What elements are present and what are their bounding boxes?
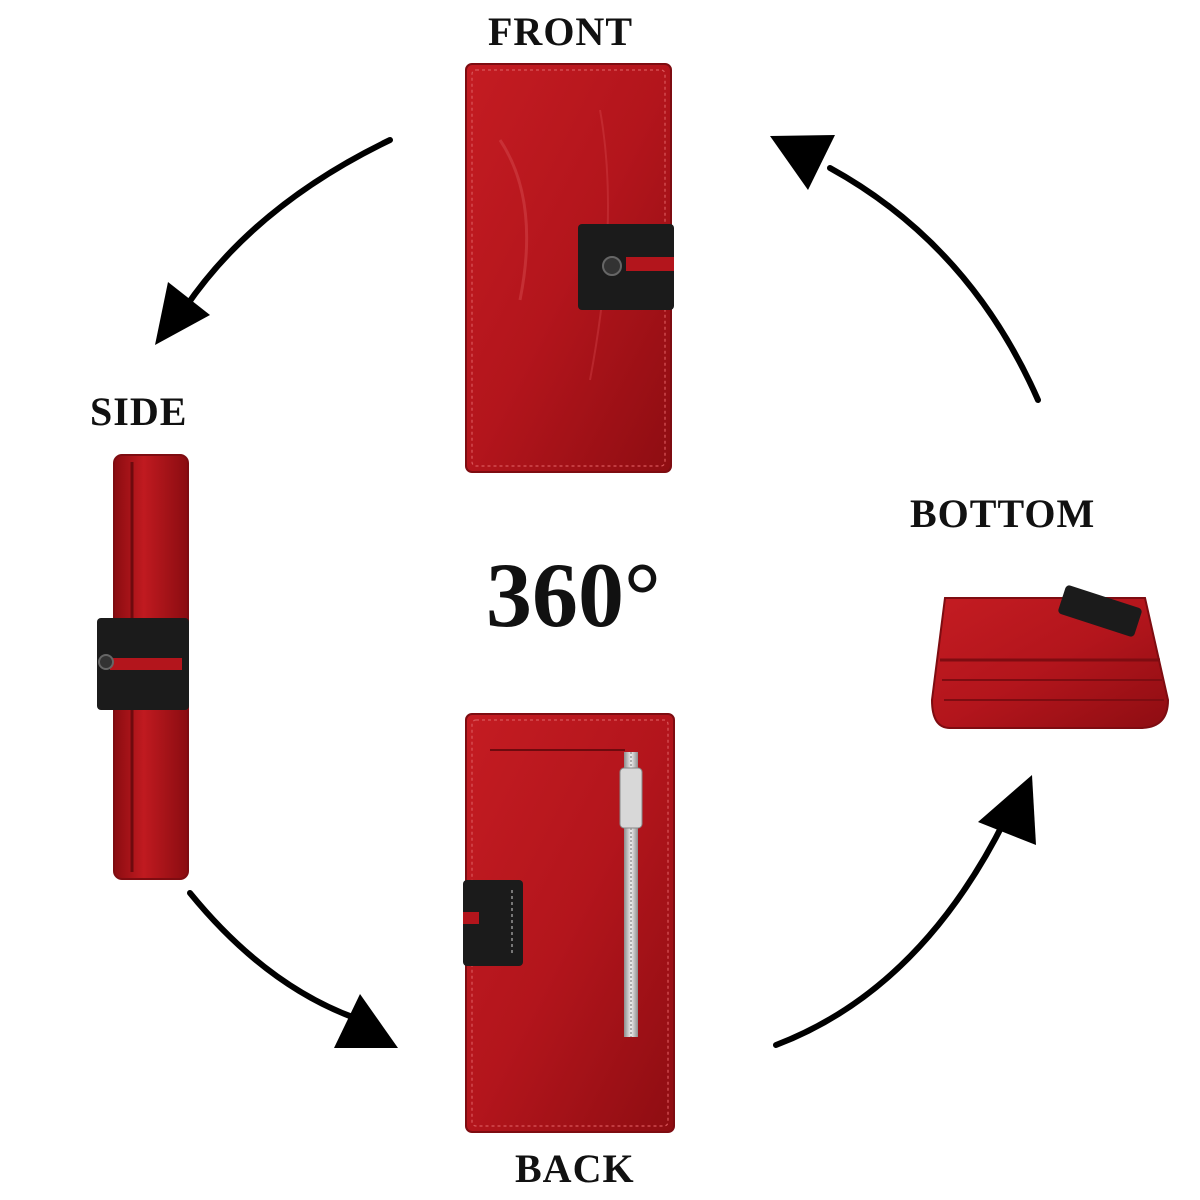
back-zipper [619,752,643,1037]
curved-arrow-icon [155,137,393,345]
rotation-label: 360° [486,544,661,646]
bottom-strap [1058,585,1142,637]
bottom-wallet [930,585,1170,729]
side-label: SIDE [90,389,188,434]
curved-arrow-icon [773,775,1036,1048]
front-wallet [465,63,674,473]
back-strap [463,880,523,966]
back-wallet [463,713,675,1133]
front-label: FRONT [488,9,633,54]
bottom-label: BOTTOM [910,491,1096,536]
back-label: BACK [515,1146,635,1191]
front-strap [578,224,674,310]
curved-arrow-icon [770,135,1041,403]
side-wallet [97,454,189,880]
curved-arrow-icon [187,890,398,1048]
side-strap [97,618,189,710]
